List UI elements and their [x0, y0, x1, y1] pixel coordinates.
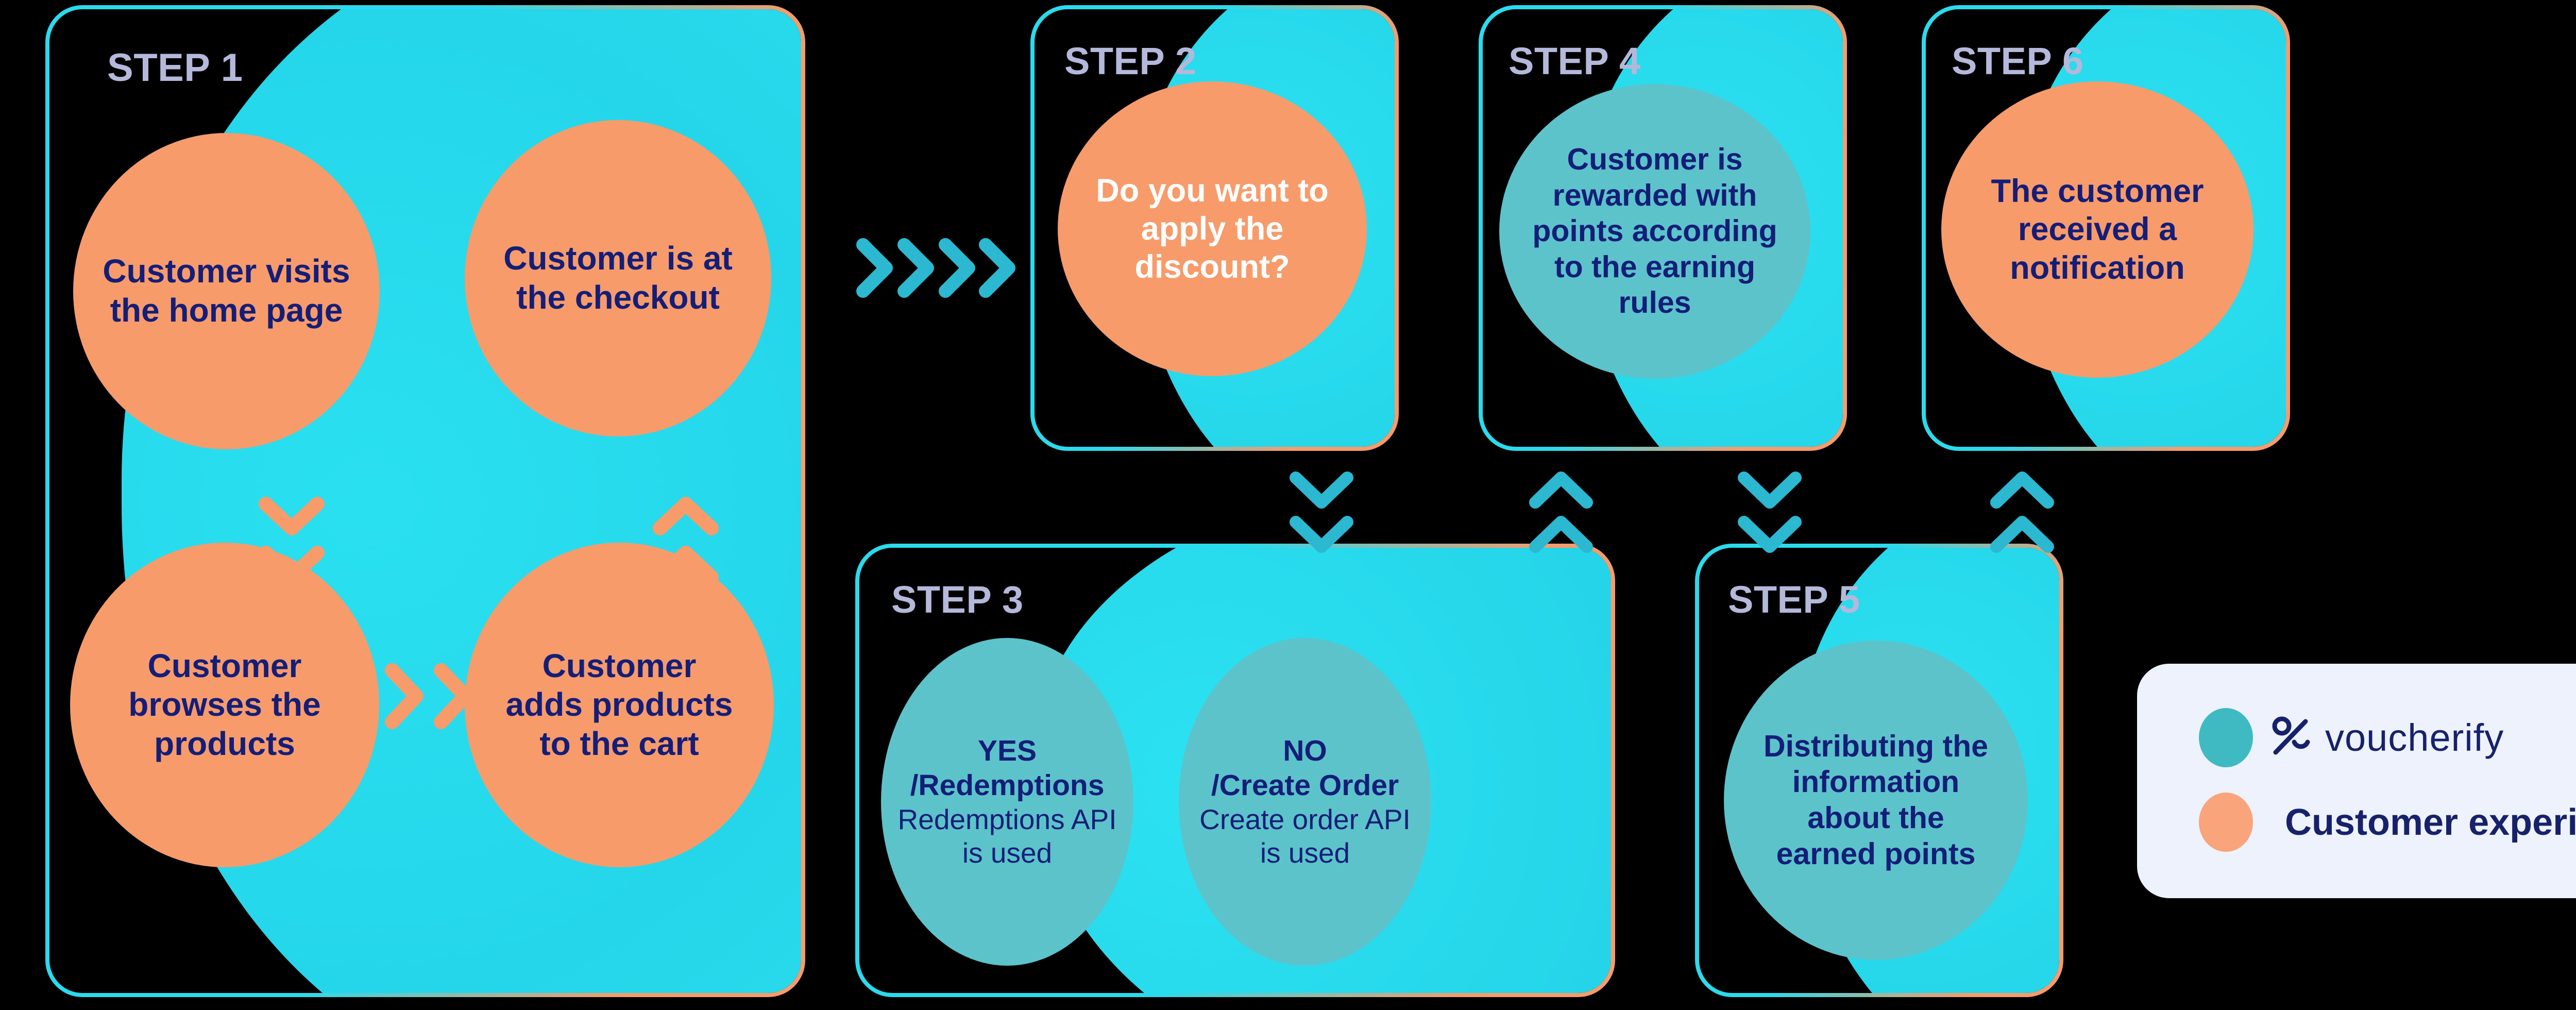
step-card-3[interactable]: STEP 3 YES /Redemptions Redemptions API …	[855, 544, 1615, 997]
conn-step4-step5	[1731, 466, 1808, 569]
conn-home-to-browse	[253, 491, 330, 604]
step-card-4-inner: STEP 4 Customer is rewarded with points …	[1483, 9, 1843, 447]
step-4-label: STEP 4	[1509, 40, 1641, 82]
legend-dot-customer-experience	[2199, 793, 2253, 852]
conn-step1-step2	[853, 222, 1018, 314]
node-add-to-cart-label: Customer adds products to the cart	[505, 647, 733, 762]
legend-label-voucherify: voucherify	[2325, 716, 2504, 759]
conn-step3-step4	[1522, 466, 1600, 569]
step-card-1-inner: STEP 1 Customer visits the home page Cus…	[49, 9, 801, 993]
step-3-label: STEP 3	[891, 578, 1024, 621]
conn-browse-to-addcart	[379, 658, 487, 735]
conn-step2-step3	[1283, 466, 1360, 569]
step-6-label: STEP 6	[1952, 40, 2084, 82]
node-home-page[interactable]: Customer visits the home page	[73, 133, 380, 449]
legend-label-customer-experience: Customer experience	[2285, 801, 2576, 843]
step-5-label: STEP 5	[1728, 578, 1860, 621]
conn-step5-step6	[1984, 466, 2061, 569]
step-card-2-inner: STEP 2 Do you want to apply the discount…	[1035, 9, 1395, 447]
node-yes-redemptions[interactable]: YES /Redemptions Redemptions API is used	[881, 638, 1133, 966]
node-distribute-info[interactable]: Distributing the information about the e…	[1724, 641, 2028, 960]
node-no-create-order-label: Create order API is used	[1199, 803, 1411, 869]
node-checkout-label: Customer is at the checkout	[503, 240, 733, 316]
node-rewarded-points[interactable]: Customer is rewarded with points accordi…	[1499, 84, 1810, 379]
node-no-create-order[interactable]: NO /Create Order Create order API is use…	[1179, 638, 1431, 966]
node-yes-redemptions-label: Redemptions API is used	[897, 803, 1117, 869]
node-apply-discount[interactable]: Do you want to apply the discount?	[1058, 81, 1367, 376]
node-browse-products[interactable]: Customer browses the products	[70, 543, 379, 867]
step-1-label: STEP 1	[107, 46, 243, 90]
conn-addcart-to-checkout	[647, 491, 724, 604]
node-distribute-info-label: Distributing the information about the e…	[1764, 729, 1988, 871]
legend-item-voucherify[interactable]: voucherify	[2199, 708, 2504, 767]
legend-panel: voucherify Customer experience	[2137, 664, 2576, 898]
step-card-5-inner: STEP 5 Distributing the information abou…	[1699, 548, 2059, 993]
percent-icon	[2272, 715, 2312, 760]
node-checkout[interactable]: Customer is at the checkout	[465, 120, 771, 436]
step-card-2[interactable]: STEP 2 Do you want to apply the discount…	[1030, 5, 1399, 451]
node-home-page-label: Customer visits the home page	[103, 252, 350, 329]
node-notification-label: The customer received a notification	[1991, 173, 2204, 286]
node-apply-discount-label: Do you want to apply the discount?	[1096, 172, 1329, 285]
legend-dot-voucherify	[2199, 708, 2253, 767]
node-add-to-cart[interactable]: Customer adds products to the cart	[465, 543, 774, 867]
node-no-create-order-title: NO /Create Order	[1211, 734, 1399, 802]
node-browse-products-label: Customer browses the products	[128, 647, 321, 762]
step-card-6-inner: STEP 6 The customer received a notificat…	[1926, 9, 2286, 447]
node-yes-redemptions-title: YES /Redemptions	[910, 734, 1105, 802]
step-card-6[interactable]: STEP 6 The customer received a notificat…	[1922, 5, 2290, 451]
node-rewarded-points-label: Customer is rewarded with points accordi…	[1532, 142, 1777, 320]
step-card-3-inner: STEP 3 YES /Redemptions Redemptions API …	[859, 548, 1611, 993]
step-card-1[interactable]: STEP 1 Customer visits the home page Cus…	[45, 5, 805, 997]
step-card-4[interactable]: STEP 4 Customer is rewarded with points …	[1479, 5, 1847, 451]
step-card-5[interactable]: STEP 5 Distributing the information abou…	[1695, 544, 2063, 997]
node-notification[interactable]: The customer received a notification	[1941, 81, 2253, 378]
step-2-label: STEP 2	[1064, 40, 1197, 82]
legend-item-customer-experience[interactable]: Customer experience	[2199, 793, 2576, 852]
